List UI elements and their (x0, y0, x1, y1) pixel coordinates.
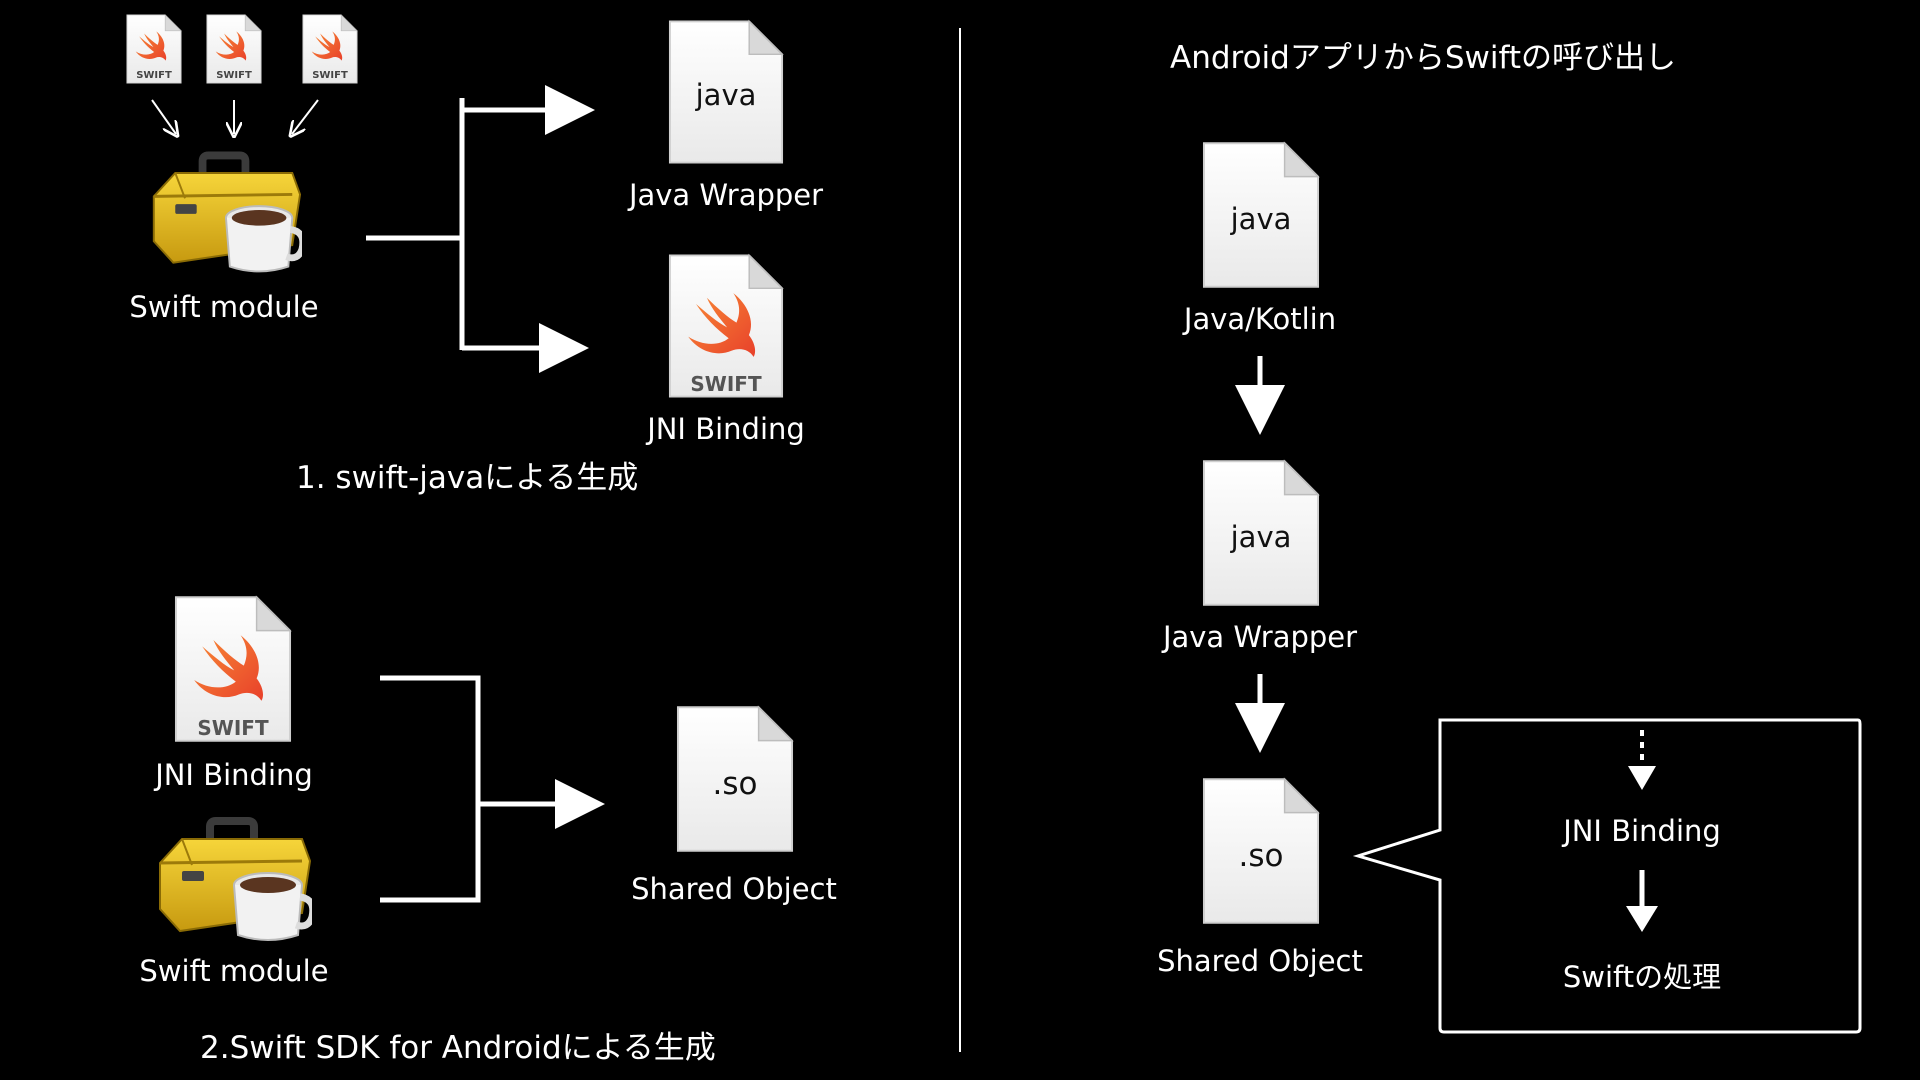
thin-arrow-3 (292, 99, 319, 134)
so-file-text-left: .so (712, 766, 758, 802)
callout-dashed-arrowhead (1628, 766, 1656, 790)
small-file-label-2: SWIFT (216, 70, 252, 81)
java-kotlin-label: Java/Kotlin (1183, 302, 1337, 336)
shared-object-label-left: Shared Object (631, 872, 837, 906)
java-file-text-top: java (695, 78, 757, 112)
bracket-bottom (380, 675, 481, 903)
thin-arrow-1 (151, 99, 176, 134)
java-wrapper-label-right: Java Wrapper (1162, 620, 1358, 654)
java-file-text-right-2: java (1230, 520, 1292, 554)
toolbox-icon-bottom (160, 821, 313, 940)
callout-swift-processing: Swiftの処理 (1562, 960, 1722, 994)
callout-arrowhead (1626, 906, 1658, 932)
shared-object-label-right: Shared Object (1157, 944, 1363, 978)
jni-binding-label-top: JNI Binding (647, 412, 805, 446)
callout-jni-binding: JNI Binding (1563, 814, 1721, 848)
swift-module-label-top: Swift module (129, 290, 319, 324)
java-wrapper-label-top: Java Wrapper (628, 178, 824, 212)
swift-file-label-top: SWIFT (690, 372, 762, 396)
small-file-label-1: SWIFT (136, 70, 172, 81)
jni-binding-label-bottom: JNI Binding (155, 758, 313, 792)
swift-module-label-bottom: Swift module (139, 954, 329, 988)
right-title: AndroidアプリからSwiftの呼び出し (1170, 40, 1677, 76)
so-file-text-right: .so (1238, 838, 1284, 874)
swift-file-label-bottom: SWIFT (197, 716, 269, 740)
toolbox-icon-top (154, 155, 303, 271)
caption-swift-sdk: 2.Swift SDK for Androidによる生成 (200, 1030, 716, 1066)
caption-swift-java: 1. swift-javaによる生成 (296, 460, 639, 496)
java-file-text-right-1: java (1230, 202, 1292, 236)
small-file-label-3: SWIFT (312, 70, 348, 81)
callout-box (1352, 718, 1862, 1034)
